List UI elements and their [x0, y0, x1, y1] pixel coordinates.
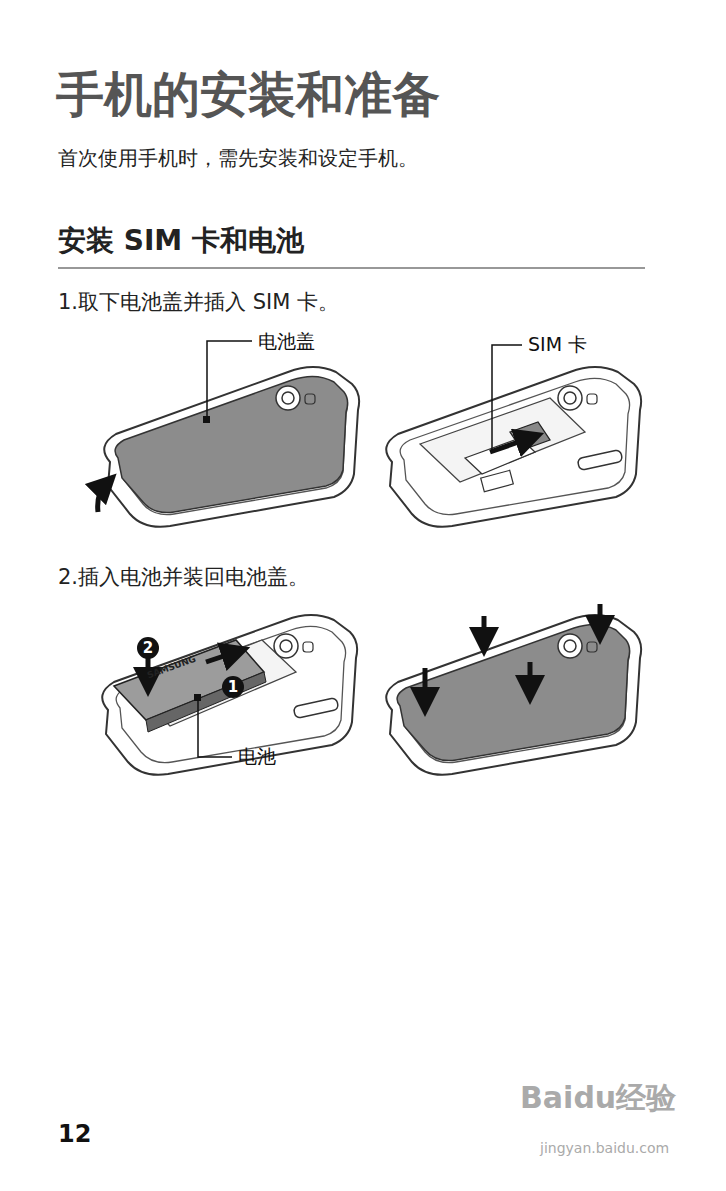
- part-label: 电池盖: [258, 330, 315, 353]
- part-label: SIM 卡: [528, 333, 587, 356]
- watermark: Baidu经验: [520, 1080, 676, 1116]
- callout-number: 2: [137, 637, 159, 659]
- step-text: 1.取下电池盖并插入 SIM 卡。: [58, 290, 339, 315]
- page-title: 手机的安装和准备: [56, 66, 440, 124]
- watermark: jingyan.baidu.com: [540, 1140, 669, 1157]
- callout-number: 1: [222, 676, 244, 698]
- step-text: 2.插入电池并装回电池盖。: [58, 565, 309, 590]
- section-heading: 安装 SIM 卡和电池: [58, 224, 304, 258]
- part-label: 电池: [238, 745, 276, 768]
- subtitle: 首次使用手机时，需先安装和设定手机。: [58, 146, 418, 170]
- page-number: 12: [58, 1120, 91, 1149]
